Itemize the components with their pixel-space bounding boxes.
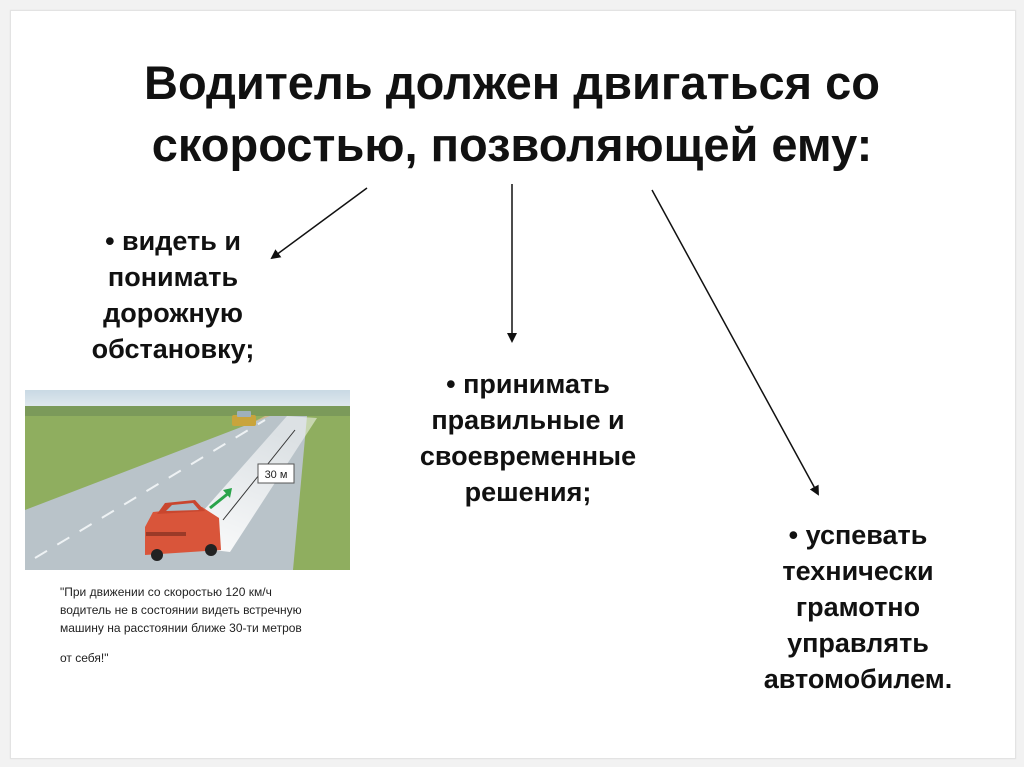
- point-line: технически: [782, 556, 934, 586]
- point-control: • успевать технически грамотно управлять…: [738, 517, 978, 697]
- point-line: автомобилем.: [763, 664, 953, 694]
- title-line-2: скоростью, позволяющей ему:: [151, 118, 873, 171]
- point-line: дорожную: [103, 298, 243, 328]
- caption-line: "При движении со скоростью 120 км/ч: [60, 585, 272, 599]
- distance-label: 30 м: [265, 469, 288, 481]
- point-line: управлять: [787, 628, 929, 658]
- slide: [10, 10, 1016, 759]
- point-line: • принимать: [446, 369, 610, 399]
- caption-line: от себя!": [60, 651, 109, 665]
- road-illustration: 30 м: [25, 390, 350, 570]
- point-see-understand: • видеть и понимать дорожную обстановку;: [58, 223, 288, 367]
- point-line: своевременные: [419, 441, 637, 471]
- distance-label-box: [257, 463, 295, 484]
- point-line: понимать: [107, 262, 239, 292]
- point-line: • успевать: [788, 520, 928, 550]
- title-line-1: Водитель должен двигаться со: [144, 56, 880, 109]
- direction-arrow: [209, 490, 231, 510]
- illustration-caption: "При движении со скоростью 120 км/ч води…: [60, 583, 370, 667]
- car: [145, 500, 221, 561]
- tree-line: [25, 406, 350, 418]
- caption-line: машину на расстоянии ближе 30-ти метров: [60, 621, 302, 635]
- point-decisions: • принимать правильные и своевременные р…: [394, 366, 662, 510]
- point-line: • видеть и: [105, 226, 241, 256]
- slide-title: Водитель должен двигаться со скоростью, …: [0, 52, 1024, 176]
- point-line: грамотно: [795, 592, 921, 622]
- point-line: решения;: [464, 477, 592, 507]
- direction-arrow-head: [223, 488, 232, 498]
- point-line: правильные и: [431, 405, 625, 435]
- point-line: обстановку;: [91, 334, 255, 364]
- caption-line: водитель не в состоянии видеть встречную: [60, 603, 302, 617]
- oncoming-car: [232, 411, 256, 426]
- lane-marking: [34, 419, 266, 559]
